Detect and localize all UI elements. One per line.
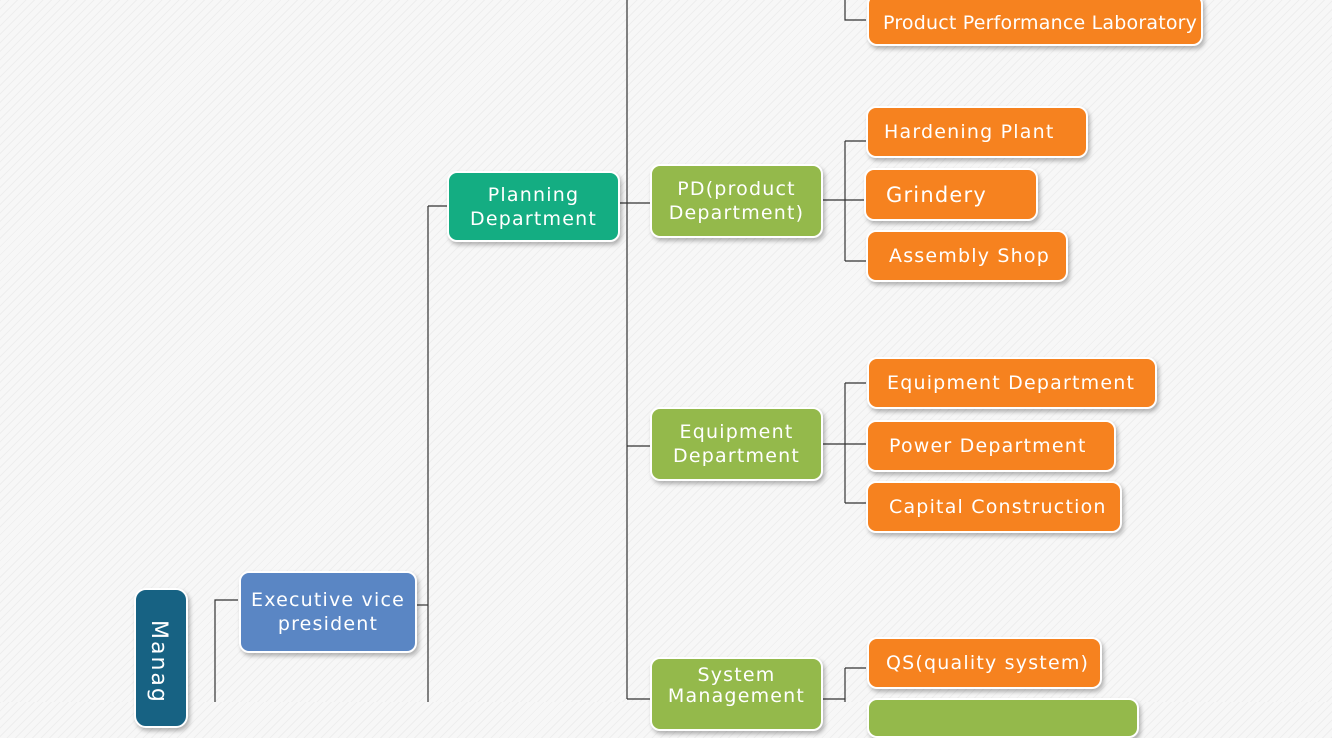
hardening-plant-node: Hardening Plant	[866, 106, 1088, 158]
planning-department-label: Planning Department	[470, 183, 597, 230]
assembly-shop-node: Assembly Shop	[866, 230, 1068, 282]
power-department-label: Power Department	[889, 435, 1087, 457]
qs-node: QS(quality system)	[867, 637, 1102, 689]
assembly-shop-label: Assembly Shop	[889, 245, 1051, 267]
product-performance-lab-node: Product Performance Laboratory	[867, 0, 1203, 46]
grindery-node: Grindery	[864, 168, 1038, 221]
pd-department-label: PD(product Department)	[668, 178, 805, 224]
management-node: Manag	[134, 588, 188, 728]
equipment-department-node: Equipment Department	[867, 357, 1157, 409]
management-label: Manag	[146, 620, 171, 704]
executive-vp-label: Executive vice president	[251, 589, 406, 635]
connector-lines	[214, 0, 866, 702]
system-management-label: System Management	[667, 664, 806, 707]
product-performance-lab-label: Product Performance Laboratory	[883, 12, 1198, 34]
qs-label: QS(quality system)	[886, 652, 1090, 674]
system-management-node: System Management	[650, 657, 823, 731]
equipment-department-mid-label: Equipment Department	[673, 421, 800, 467]
planning-department-node: Planning Department	[447, 171, 620, 242]
capital-construction-node: Capital Construction	[866, 481, 1122, 533]
capital-construction-label: Capital Construction	[889, 496, 1107, 518]
equipment-department-mid-node: Equipment Department	[650, 407, 823, 481]
equipment-department-label: Equipment Department	[887, 372, 1136, 394]
executive-vp-node: Executive vice president	[239, 571, 417, 653]
pd-department-node: PD(product Department)	[650, 164, 823, 238]
power-department-node: Power Department	[866, 420, 1116, 472]
grindery-label: Grindery	[886, 182, 987, 207]
system-child-node-cut	[867, 698, 1139, 738]
hardening-plant-label: Hardening Plant	[884, 121, 1055, 143]
